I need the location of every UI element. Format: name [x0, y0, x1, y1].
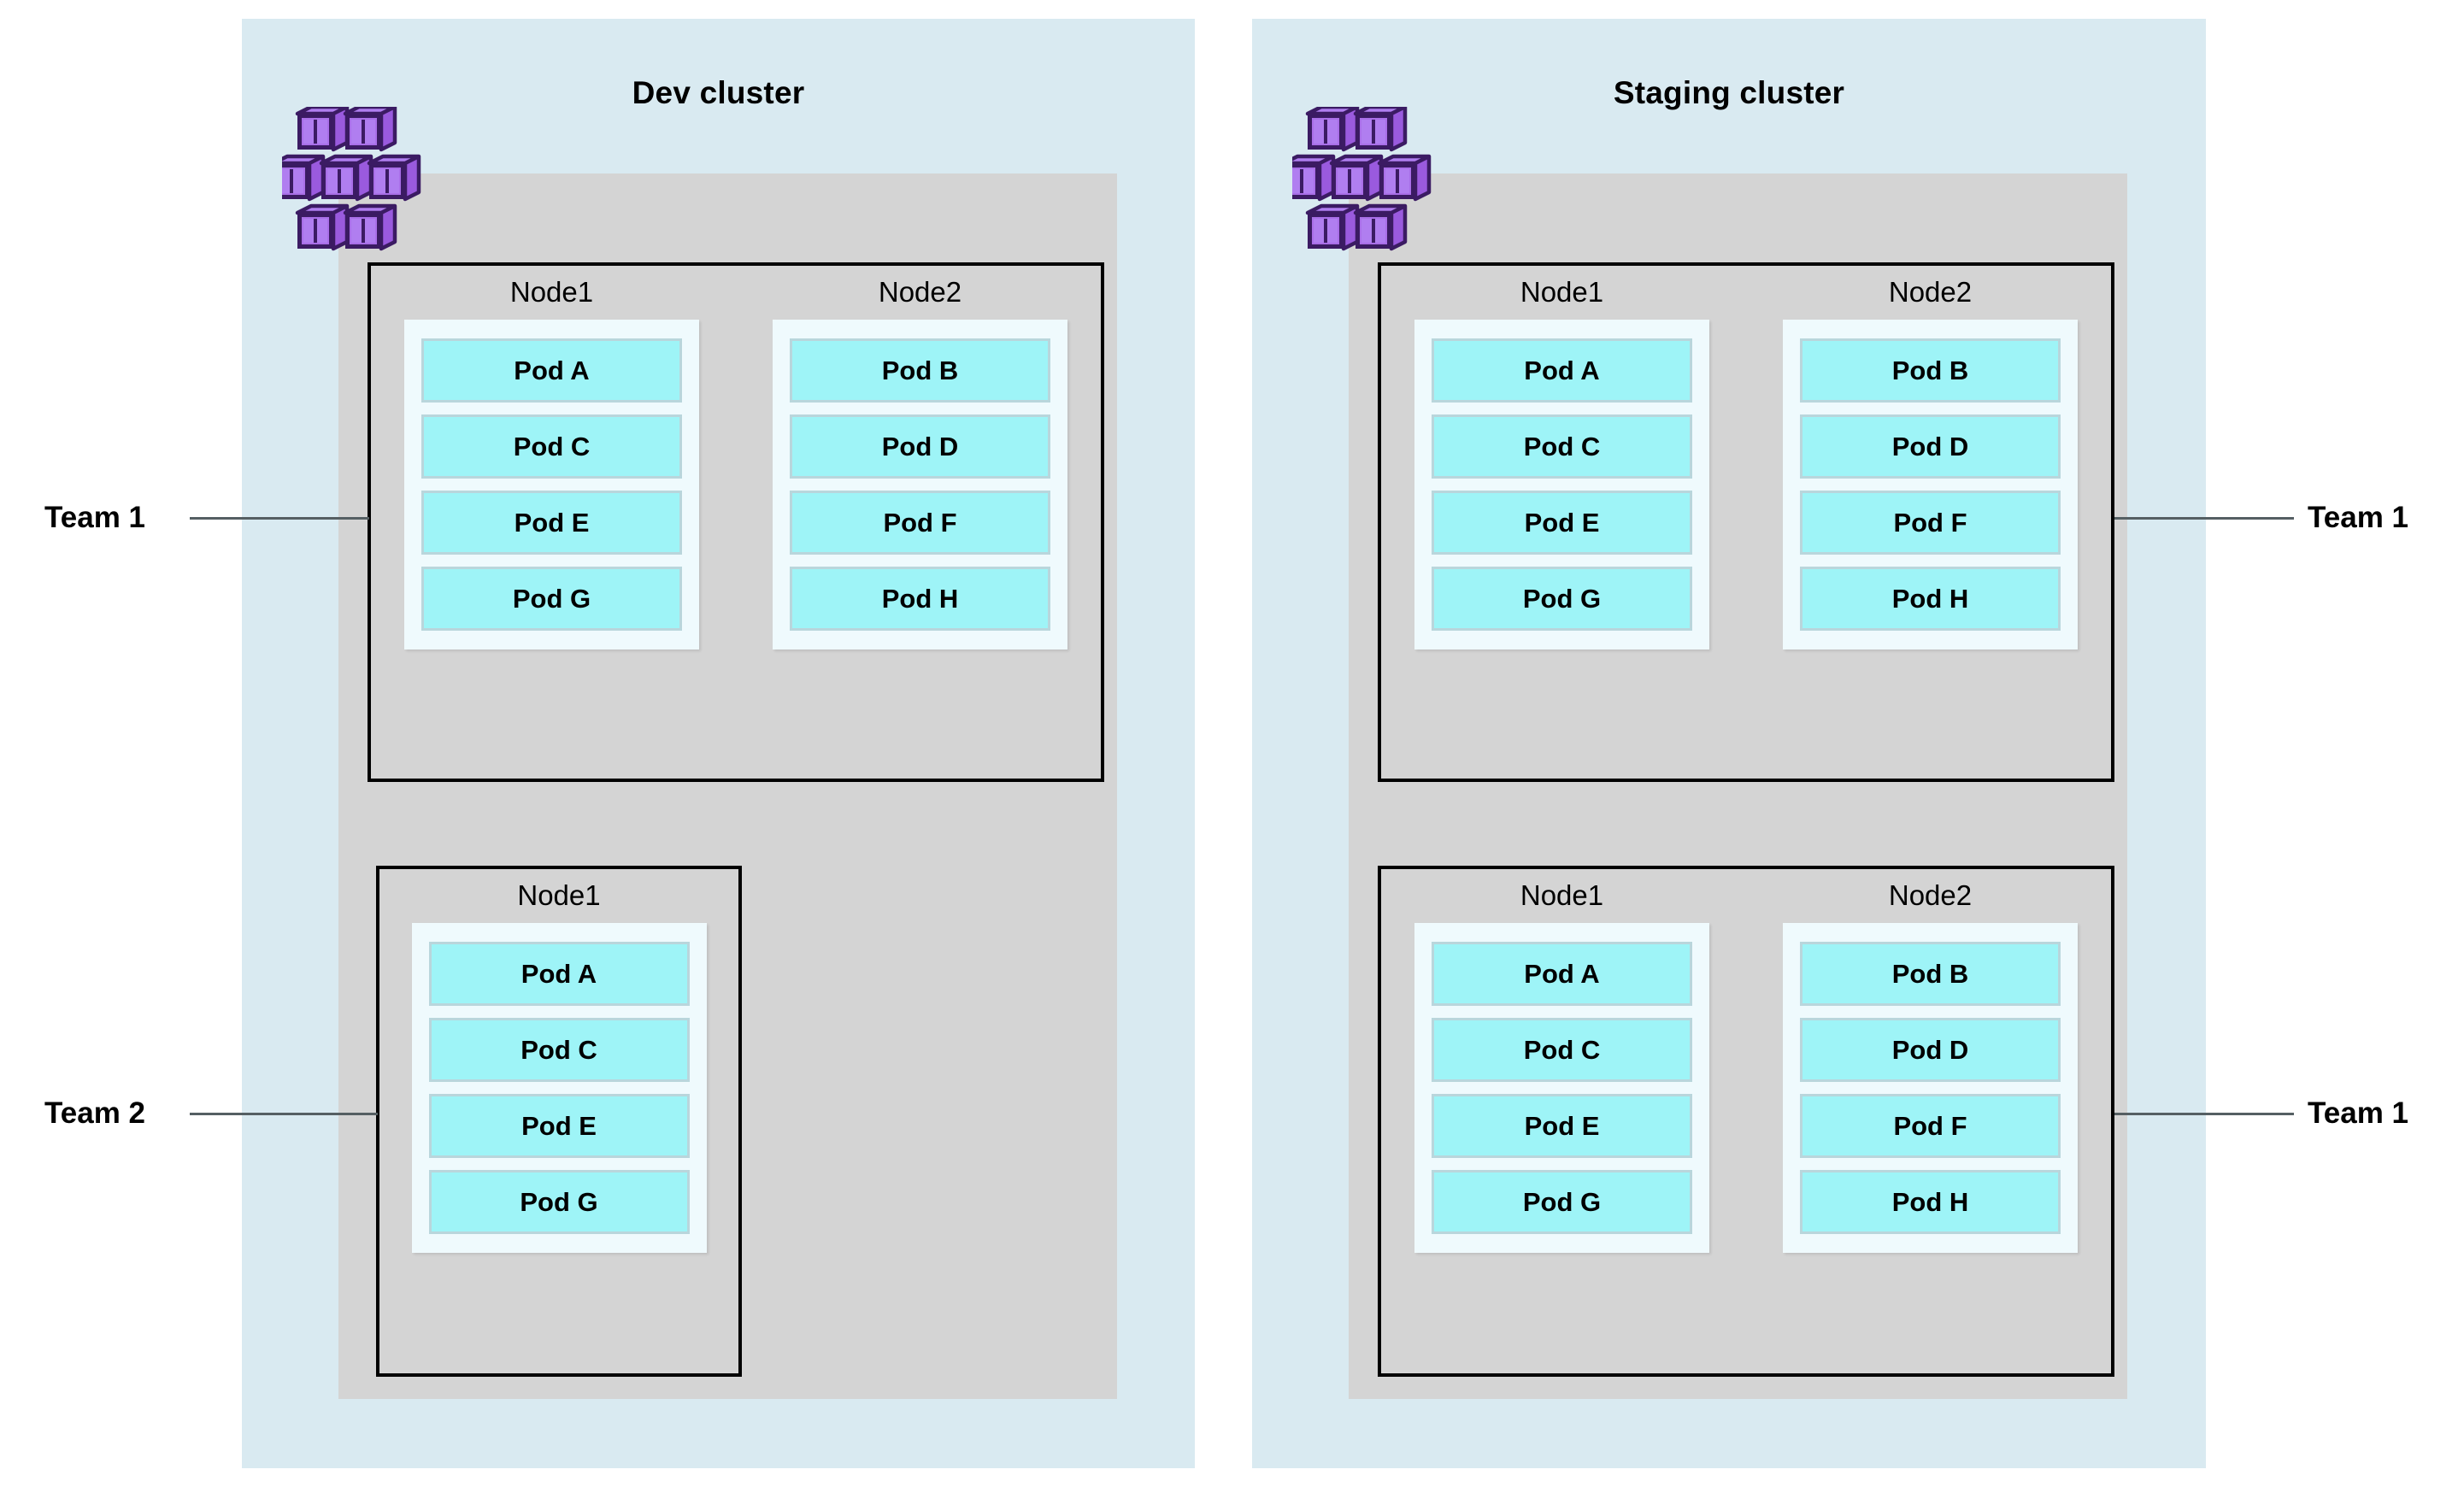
- node-group-staging-top: Node1 Pod A Pod C Pod E Pod G Node2 Pod …: [1378, 262, 2114, 782]
- node-column-staging-bottom-1: Node1 Pod A Pod C Pod E Pod G: [1414, 881, 1709, 1373]
- pod-box[interactable]: Pod E: [421, 491, 682, 555]
- pod-box[interactable]: Pod C: [1432, 1018, 1692, 1082]
- node-label: Node1: [1520, 276, 1604, 308]
- pod-box[interactable]: Pod A: [1432, 942, 1692, 1006]
- team-label-dev-bottom: Team 2: [44, 1096, 146, 1130]
- cluster-title-staging: Staging cluster: [1613, 75, 1845, 110]
- node-column-staging-top-1: Node1 Pod A Pod C Pod E Pod G: [1414, 278, 1709, 779]
- node-column-dev-top-1: Node1 Pod A Pod C Pod E Pod G: [404, 278, 699, 779]
- team-label-staging-bottom: Team 1: [2308, 1096, 2409, 1130]
- node-group-staging-bottom: Node1 Pod A Pod C Pod E Pod G Node2 Pod …: [1378, 866, 2114, 1377]
- pod-box[interactable]: Pod D: [1800, 414, 2061, 479]
- container-cluster-icon: [282, 107, 436, 261]
- node-column-dev-bottom-1: Node1 Pod A Pod C Pod E Pod G: [411, 879, 707, 1373]
- team-leader-line-staging-bottom: [2114, 1113, 2294, 1115]
- node-column-dev-top-2: Node2 Pod B Pod D Pod F Pod H: [773, 278, 1067, 779]
- container-cluster-icon: [1292, 107, 1446, 261]
- team-leader-line-dev-bottom: [190, 1113, 378, 1115]
- pod-box[interactable]: Pod G: [428, 1170, 690, 1234]
- pod-box[interactable]: Pod C: [421, 414, 682, 479]
- pod-box[interactable]: Pod E: [428, 1094, 690, 1158]
- team-label-dev-top: Team 1: [44, 501, 146, 534]
- node-group-dev-top: Node1 Pod A Pod C Pod E Pod G Node2 Pod …: [368, 262, 1104, 782]
- pod-box[interactable]: Pod F: [1800, 491, 2061, 555]
- pod-box[interactable]: Pod B: [790, 338, 1050, 403]
- pod-box[interactable]: Pod D: [1800, 1018, 2061, 1082]
- pod-box[interactable]: Pod H: [1800, 1170, 2061, 1234]
- pod-box[interactable]: Pod C: [428, 1018, 690, 1082]
- pod-container: Pod A Pod C Pod E Pod G: [411, 923, 707, 1253]
- node-label: Node1: [517, 879, 601, 911]
- pod-box[interactable]: Pod B: [1800, 338, 2061, 403]
- pod-box[interactable]: Pod B: [1800, 942, 2061, 1006]
- pod-box[interactable]: Pod E: [1432, 491, 1692, 555]
- pod-box[interactable]: Pod G: [421, 567, 682, 631]
- team-label-staging-top: Team 1: [2308, 501, 2409, 534]
- pod-box[interactable]: Pod A: [1432, 338, 1692, 403]
- cluster-title-dev: Dev cluster: [632, 75, 805, 110]
- node-label: Node1: [1520, 879, 1604, 911]
- team-leader-line-dev-top: [190, 517, 369, 520]
- node-label: Node1: [509, 276, 594, 308]
- pod-box[interactable]: Pod C: [1432, 414, 1692, 479]
- pod-container: Pod B Pod D Pod F Pod H: [1783, 320, 2078, 649]
- node-label: Node2: [878, 276, 962, 308]
- pod-container: Pod B Pod D Pod F Pod H: [773, 320, 1067, 649]
- pod-box[interactable]: Pod E: [1432, 1094, 1692, 1158]
- pod-container: Pod A Pod C Pod E Pod G: [1414, 923, 1709, 1253]
- pod-box[interactable]: Pod A: [421, 338, 682, 403]
- pod-box[interactable]: Pod H: [790, 567, 1050, 631]
- node-column-staging-top-2: Node2 Pod B Pod D Pod F Pod H: [1783, 278, 2078, 779]
- node-group-dev-bottom: Node1 Pod A Pod C Pod E Pod G: [376, 866, 742, 1377]
- team-leader-line-staging-top: [2114, 517, 2294, 520]
- pod-box[interactable]: Pod F: [1800, 1094, 2061, 1158]
- node-label: Node2: [1888, 879, 1973, 911]
- pod-container: Pod A Pod C Pod E Pod G: [404, 320, 699, 649]
- pod-container: Pod A Pod C Pod E Pod G: [1414, 320, 1709, 649]
- pod-box[interactable]: Pod A: [428, 942, 690, 1006]
- pod-box[interactable]: Pod H: [1800, 567, 2061, 631]
- pod-box[interactable]: Pod G: [1432, 567, 1692, 631]
- pod-container: Pod B Pod D Pod F Pod H: [1783, 923, 2078, 1253]
- node-label: Node2: [1888, 276, 1973, 308]
- pod-box[interactable]: Pod G: [1432, 1170, 1692, 1234]
- pod-box[interactable]: Pod D: [790, 414, 1050, 479]
- pod-box[interactable]: Pod F: [790, 491, 1050, 555]
- node-column-staging-bottom-2: Node2 Pod B Pod D Pod F Pod H: [1783, 881, 2078, 1373]
